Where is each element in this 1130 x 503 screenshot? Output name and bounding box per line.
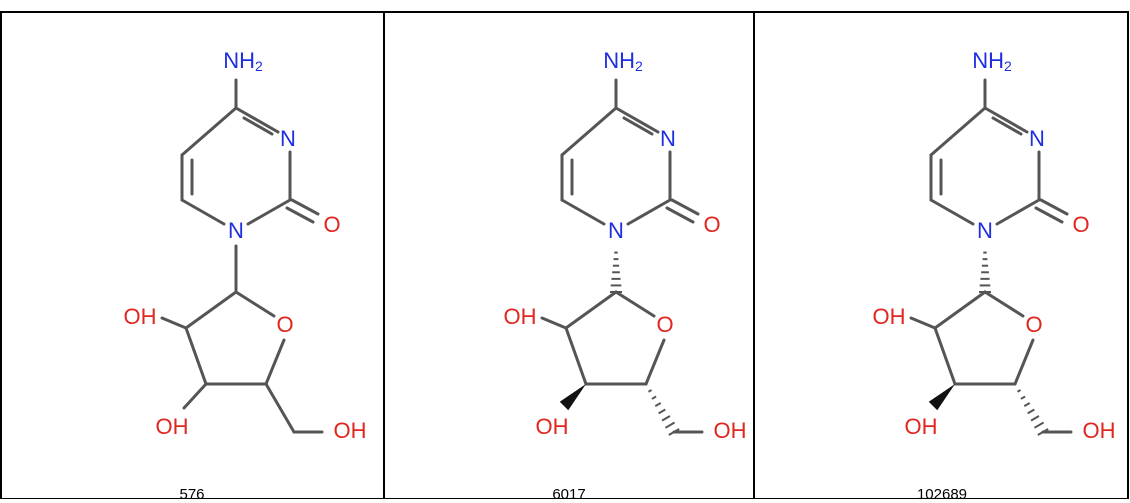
bond-c2-n1 <box>995 198 1041 226</box>
stereo-hash-bond <box>1017 389 1049 436</box>
hydroxyl-label: OH <box>124 304 157 329</box>
bond-o4-c4 <box>1013 338 1035 386</box>
bond-c4-n3 <box>983 106 1029 134</box>
bond-c2-c1 <box>933 290 987 330</box>
bond-c4-n3 <box>614 106 660 134</box>
compound-id: 102689 <box>916 486 968 503</box>
carbonyl-oxygen-label: O <box>1072 212 1089 237</box>
amine-label: NH2 <box>603 48 643 74</box>
hydroxyl-label: OH <box>1083 418 1116 443</box>
double-bond-c4-n3 <box>991 116 1023 136</box>
double-bond-c4-n3 <box>242 116 274 136</box>
double-bond-c2-o <box>1034 206 1064 224</box>
bond-c3-oh <box>182 382 208 410</box>
bond-c2-o <box>290 198 320 216</box>
amine-label: NH2 <box>223 48 263 74</box>
bond-c2-c1 <box>564 290 618 330</box>
hydroxyl-label: OH <box>504 304 537 329</box>
stereo-hash-bond <box>979 251 991 293</box>
amine-label: NH2 <box>972 48 1012 74</box>
bond-c3-c2 <box>184 326 208 386</box>
bond-c3-c2 <box>933 326 957 386</box>
glycosidic-nitrogen-label: N <box>608 218 624 243</box>
stereo-hash-bond <box>648 389 680 436</box>
bond-c1-o4 <box>983 290 1025 318</box>
bond-o4-c4 <box>644 338 666 386</box>
ring-oxygen-label: O <box>656 312 673 337</box>
bond-c2-n1 <box>626 198 672 226</box>
bond-c2-oh <box>160 316 188 330</box>
stereo-wedge-bond <box>928 384 955 411</box>
bond-c5-c4 <box>180 106 238 157</box>
stereo-wedge-bond <box>559 384 586 411</box>
bond-n1-c6 <box>560 198 606 226</box>
bond-c2-oh <box>909 316 937 330</box>
ring-nitrogen-label: N <box>280 126 296 151</box>
bond-c1-o4 <box>614 290 656 318</box>
ring-oxygen-label: O <box>1025 312 1042 337</box>
ring-nitrogen-label: N <box>1029 126 1045 151</box>
hydroxyl-label: OH <box>873 304 906 329</box>
hydroxyl-label: OH <box>714 418 747 443</box>
double-bond-c2-o <box>285 206 315 224</box>
ring-oxygen-label: O <box>276 312 293 337</box>
bond-c2-o <box>1039 198 1069 216</box>
carbonyl-oxygen-label: O <box>323 212 340 237</box>
bond-c2-c1 <box>184 290 238 330</box>
bond-c5-c4 <box>929 106 987 157</box>
glycosidic-nitrogen-label: N <box>977 218 993 243</box>
compound-id: 6017 <box>552 486 586 503</box>
bond-c3-c2 <box>564 326 588 386</box>
bond-n1-c6 <box>180 198 226 226</box>
double-bond-c4-n3 <box>622 116 654 136</box>
bond-c2-n1 <box>246 198 292 226</box>
carbonyl-oxygen-label: O <box>703 212 720 237</box>
bond-c2-o <box>670 198 700 216</box>
compound-id: 576 <box>179 486 205 503</box>
bond-c4-c5 <box>264 382 296 434</box>
ring-nitrogen-label: N <box>660 126 676 151</box>
hydroxyl-label: OH <box>156 414 189 439</box>
bond-c2-oh <box>540 316 568 330</box>
bond-c5-c4 <box>560 106 618 157</box>
glycosidic-nitrogen-label: N <box>228 218 244 243</box>
hydroxyl-label: OH <box>536 414 569 439</box>
stereo-hash-bond <box>610 251 622 293</box>
bond-n1-c6 <box>929 198 975 226</box>
bond-o4-c4 <box>264 338 286 386</box>
hydroxyl-label: OH <box>334 418 367 443</box>
bond-c1-o4 <box>234 290 276 318</box>
hydroxyl-label: OH <box>905 414 938 439</box>
double-bond-c2-o <box>665 206 695 224</box>
bond-c4-n3 <box>234 106 280 134</box>
